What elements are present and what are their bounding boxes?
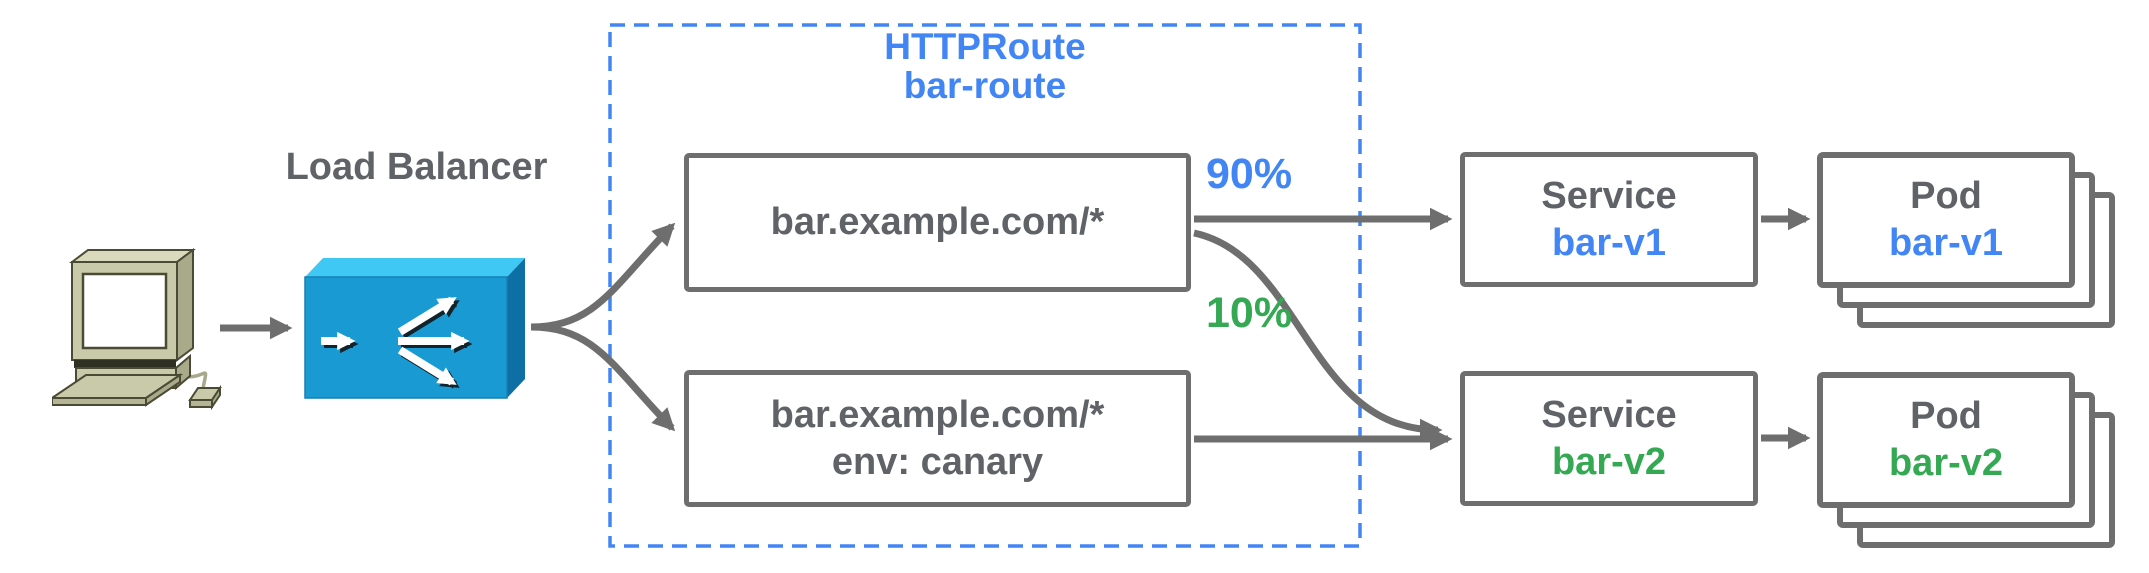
load-balancer-label: Load Balancer [285, 146, 548, 188]
pod-kind-label: Pod [1910, 175, 1982, 217]
service-bar-v1-box: Service bar-v1 [1460, 152, 1758, 287]
route-rule-1-match: bar.example.com/* [770, 201, 1105, 243]
load-balancer-box-icon [304, 258, 525, 399]
traffic-weight-90-label: 90% [1206, 150, 1293, 198]
computer-monitor [69, 248, 196, 362]
computer-keyboard [52, 373, 184, 407]
service-bar-v2-box: Service bar-v2 [1460, 371, 1758, 506]
route-rule-1-box: bar.example.com/* [684, 153, 1191, 292]
route-rule-2-header-match: env: canary [831, 440, 1044, 483]
service-kind-label: Service [1541, 393, 1677, 436]
pod-bar-v2-stack: Pod bar-v2 [1817, 372, 2117, 550]
traffic-weight-10-label: 10% [1206, 289, 1293, 337]
service-name-label: bar-v2 [1551, 440, 1667, 483]
httproute-group-title: HTTPRoute bar-route [610, 27, 1360, 105]
pod-name-label: bar-v1 [1888, 222, 2004, 264]
pod-bar-v1-stack: Pod bar-v1 [1817, 152, 2117, 330]
pod-name-label: bar-v2 [1888, 442, 2004, 484]
service-name-label: bar-v1 [1551, 221, 1667, 264]
httproute-kind-label: HTTPRoute [884, 26, 1086, 67]
pod-bar-v2-card: Pod bar-v2 [1817, 372, 2075, 508]
desktop-computer-icon [52, 248, 222, 411]
lb-split-arrows [321, 296, 470, 386]
route-rule-2-box: bar.example.com/* env: canary [684, 370, 1191, 507]
computer-mouse [188, 384, 222, 411]
httproute-dashed-border [608, 23, 1362, 548]
route-rule-2-match: bar.example.com/* [770, 393, 1105, 436]
arrow-route1-to-service2-curve [1193, 229, 1443, 442]
pod-bar-v1-card: Pod bar-v1 [1817, 152, 2075, 288]
httproute-name-label: bar-route [903, 65, 1067, 106]
service-kind-label: Service [1541, 174, 1677, 217]
pod-kind-label: Pod [1910, 395, 1982, 437]
arrow-lb-to-route1 [530, 222, 676, 331]
arrow-lb-to-route2 [530, 323, 676, 432]
monitor-screen [81, 272, 168, 350]
